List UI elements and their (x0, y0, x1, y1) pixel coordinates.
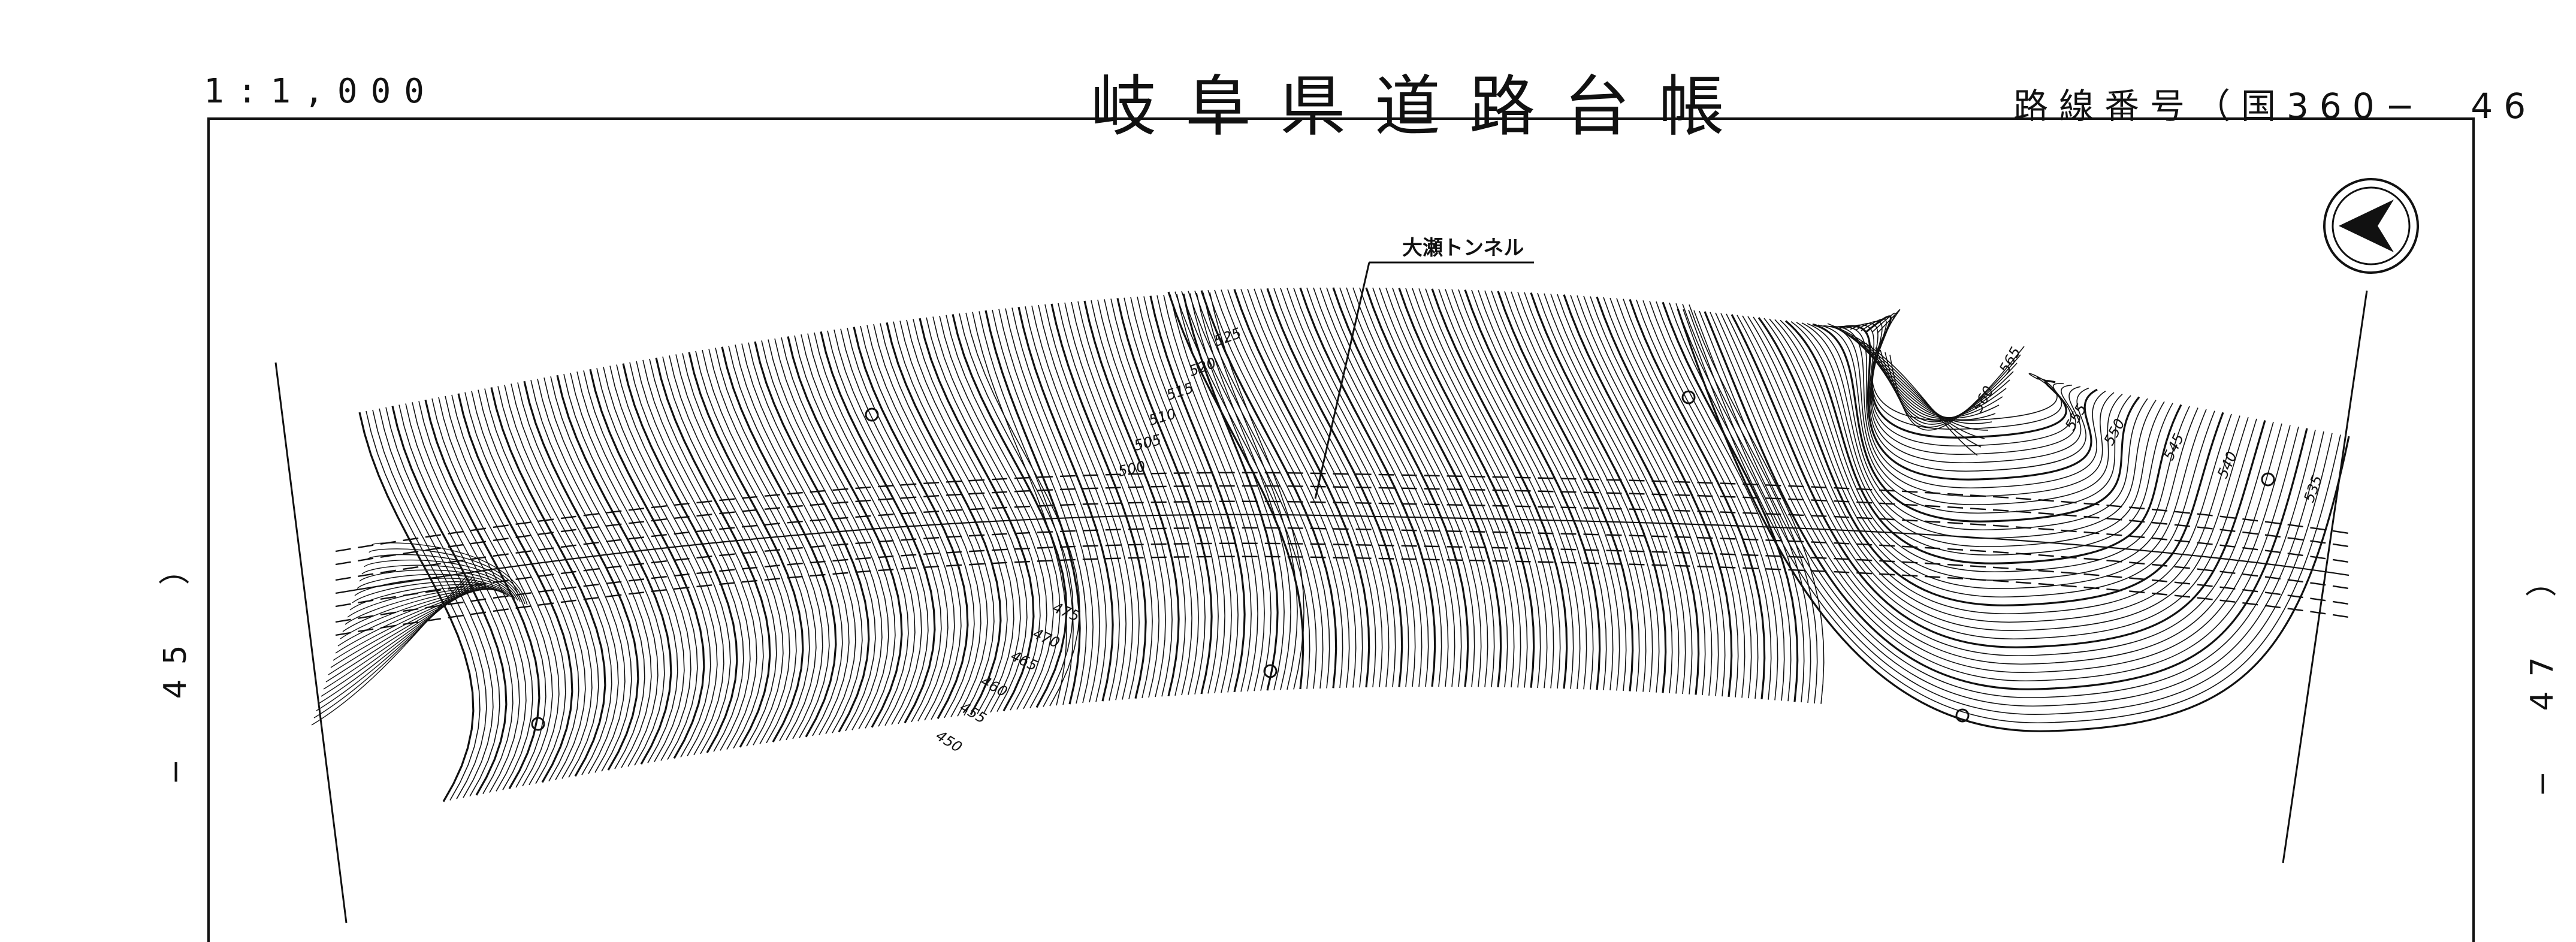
tunnel-label: 大瀬トンネル (1402, 236, 1524, 260)
contour-label: 535 (2300, 473, 2326, 505)
north-arrow-icon (2323, 178, 2419, 274)
contour-label: 565 (1996, 344, 2024, 376)
contour-label: 525 (1212, 325, 1243, 350)
contour-lines (311, 287, 2350, 802)
contour-label: 520 (1186, 355, 1218, 380)
contour-label: 450 (933, 727, 965, 756)
left-edge-line (274, 362, 348, 923)
contour-label: 505 (1133, 431, 1163, 454)
contour-label: 500 (1116, 458, 1147, 480)
tunnel-annotation: 大瀬トンネル (1314, 236, 1534, 499)
contour-label: 455 (957, 699, 989, 727)
scale-label: 1:1,000 (204, 72, 438, 111)
map-frame (207, 117, 2475, 942)
contour-label: 470 (1031, 625, 1062, 651)
road-alignment (335, 472, 2349, 636)
document-title: 岐阜県道路台帳 (1091, 68, 1753, 145)
contour-label: 475 (1050, 599, 1082, 625)
right-edge-line (2282, 290, 2368, 864)
benchmark-markers (531, 390, 2275, 731)
